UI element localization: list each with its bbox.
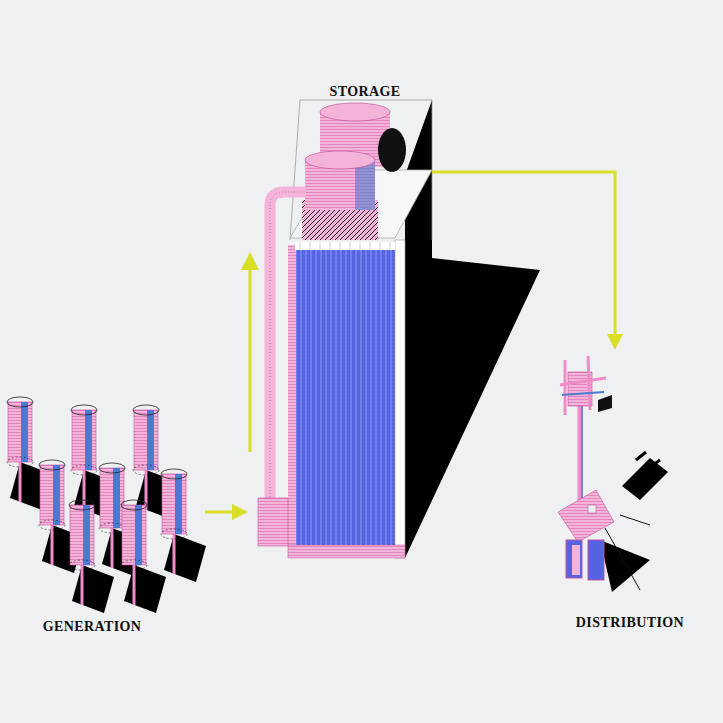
storage-tower bbox=[241, 100, 540, 558]
arrow-head bbox=[232, 504, 248, 520]
arrow-head bbox=[607, 334, 623, 350]
group-label: GENERATION bbox=[43, 619, 142, 635]
distribution-group: DISTRIBUTION bbox=[548, 350, 700, 640]
flow-line bbox=[432, 172, 615, 334]
flow-arrow bbox=[205, 504, 248, 520]
generation-group: GENERATION bbox=[5, 398, 205, 643]
storage-group: STORAGE bbox=[248, 78, 432, 560]
distribution-station bbox=[558, 356, 668, 592]
group-label: STORAGE bbox=[329, 84, 400, 100]
flow-line bbox=[205, 511, 232, 514]
flow-arrow bbox=[432, 172, 623, 350]
wind-turbines bbox=[7, 397, 206, 613]
group-label: DISTRIBUTION bbox=[576, 615, 684, 631]
